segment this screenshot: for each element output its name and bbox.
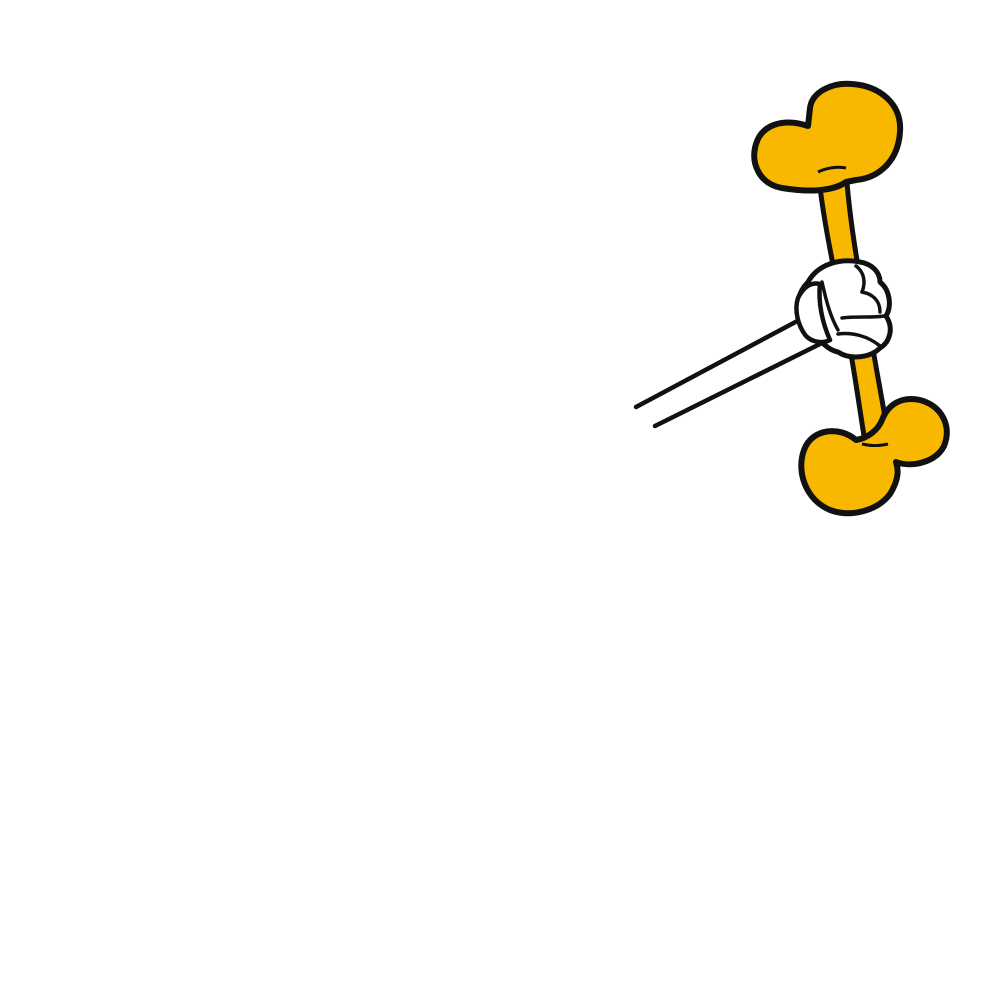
arm-icon [633,315,831,429]
gloved-hand-icon [794,258,893,360]
